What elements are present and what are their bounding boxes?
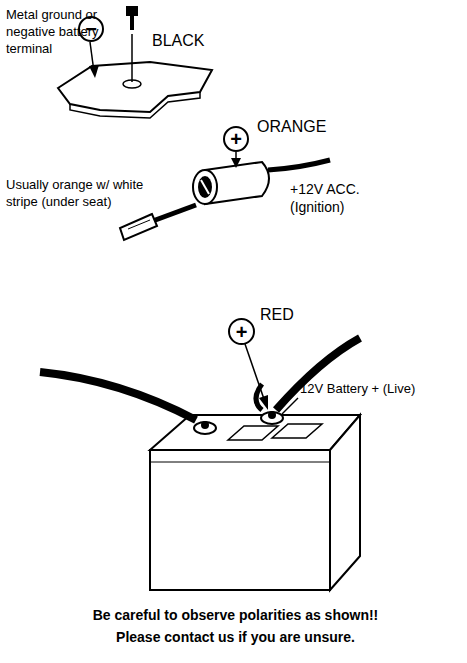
ground-plate	[58, 62, 212, 112]
battery-front	[150, 450, 330, 590]
polarity-sign: +	[236, 322, 248, 342]
connection-label: +12V ACC. (Ignition)	[290, 180, 410, 216]
wire-color: ORANGE	[257, 116, 347, 137]
ground-plate-edge	[70, 92, 200, 118]
positive-terminal	[261, 412, 283, 424]
leader-line	[245, 344, 265, 402]
terminal-nut	[201, 421, 209, 429]
warning-note: Be careful to observe polarities as show…	[2, 606, 467, 624]
fuse-holder-cap	[193, 170, 217, 204]
positive-cable	[276, 338, 360, 410]
leader-line	[282, 398, 298, 414]
battery-lid-line	[150, 462, 330, 463]
blade-connector	[120, 214, 157, 240]
polarity-symbol: +	[223, 126, 249, 152]
screw-axis	[131, 34, 133, 82]
connection-label: Usually orange w/ white stripe (under se…	[6, 176, 171, 210]
polarity-sign: +	[230, 129, 242, 149]
connection-label: Metal ground or negative battery termina…	[6, 6, 111, 57]
negative-terminal	[194, 422, 216, 434]
fuse-slot	[201, 180, 209, 194]
battery-cap	[272, 424, 322, 438]
screw-shank	[130, 16, 134, 30]
fuse-holder-opening	[198, 176, 212, 198]
accessory-wire	[268, 160, 330, 170]
battery-top	[150, 415, 360, 450]
wire-color: BLACK	[152, 30, 232, 51]
blade-detail	[128, 220, 150, 229]
connector-wire	[150, 205, 196, 222]
wire-color: RED	[260, 304, 320, 325]
positive-cable-lead	[256, 384, 262, 410]
battery-cap	[228, 426, 278, 440]
connection-label: 12V Battery + (Live)	[300, 380, 420, 397]
polarity-symbol: +	[228, 318, 255, 345]
screw-head	[126, 6, 138, 16]
warning-note: Please contact us if you are unsure.	[2, 628, 467, 646]
terminal-nut	[268, 411, 276, 419]
arrowhead	[89, 65, 99, 78]
negative-cable	[40, 372, 196, 420]
arrowhead	[231, 158, 241, 168]
battery-side	[330, 415, 360, 590]
arrowhead	[259, 395, 268, 410]
